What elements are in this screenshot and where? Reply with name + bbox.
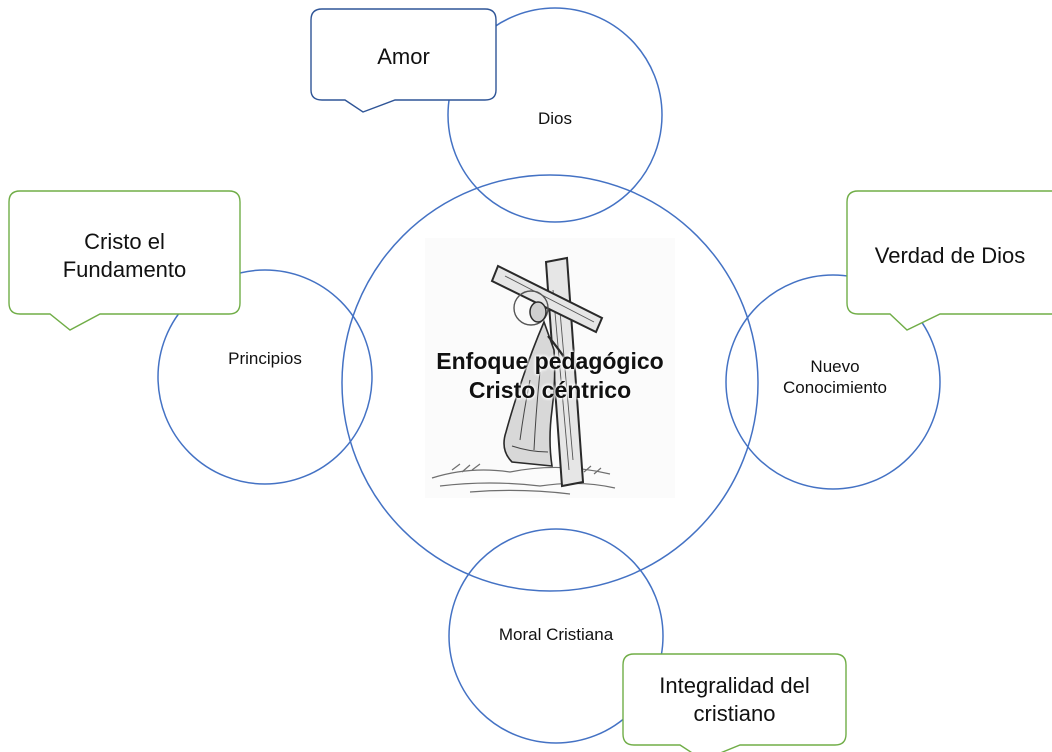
callout-cristo-el-fundamento [8, 190, 241, 331]
satellite-circle-moral-cristiana [448, 528, 664, 744]
callout-amor [310, 8, 497, 113]
callout-integralidad-del-cristiano [622, 653, 847, 752]
satellite-circle-principios [157, 269, 373, 485]
cross-with-kneeling-figure-icon [425, 238, 675, 498]
center-circle [341, 174, 759, 592]
satellite-circle-nuevo-conocimiento [725, 274, 941, 490]
callout-verdad-de-dios [846, 190, 1052, 331]
satellite-circle-dios [447, 7, 663, 223]
